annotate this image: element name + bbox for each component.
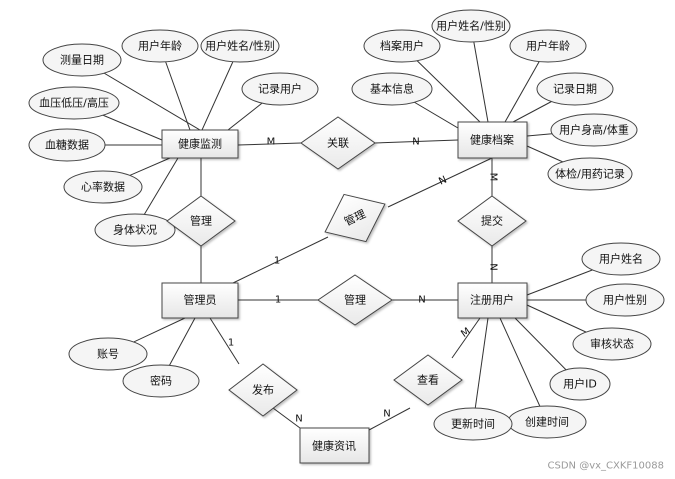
rel-manage-record [324, 193, 386, 243]
card-manage-record-1: 1 [274, 256, 280, 267]
attr-heart-rate [63, 170, 143, 204]
attr-blood-pressure-label: 血压低压/高压 [39, 96, 109, 110]
attr-basic-info [351, 72, 433, 106]
attr-account [68, 337, 148, 371]
entity-health-record-label: 健康档案 [470, 133, 514, 147]
card-associate-m: M [267, 137, 276, 148]
card-manage-user-1: 1 [275, 295, 281, 306]
attr-body-status [94, 213, 176, 247]
attr-user-name [581, 242, 661, 276]
attr-checkup-medication-label: 体检/用药记录 [555, 167, 625, 181]
attr-update-time-label: 更新时间 [451, 417, 495, 431]
entity-admin [161, 282, 239, 319]
rel-submit [457, 195, 527, 247]
card-publish-1: 1 [228, 338, 234, 349]
attr-monitor-user-name-gender [200, 29, 280, 63]
rel-manage-user-label: 管理 [344, 293, 366, 307]
attr-review-status-label: 审核状态 [590, 337, 634, 351]
rel-manage-user [317, 274, 393, 326]
card-publish-n: N [295, 414, 302, 425]
attr-record-user-label: 档案用户 [380, 39, 424, 53]
attr-account-label: 账号 [97, 348, 119, 361]
attr-body-status-label: 身体状况 [113, 223, 157, 237]
entity-health-monitor [161, 129, 239, 159]
attr-checkup-medication [547, 157, 633, 191]
attr-record-user-age-label: 用户年龄 [526, 39, 570, 53]
attr-user-id [549, 367, 611, 401]
attr-blood-sugar-label: 血糖数据 [45, 138, 89, 152]
rel-submit-label: 提交 [481, 214, 503, 228]
card-manage-user-n: N [418, 295, 425, 306]
rel-publish [228, 363, 298, 417]
rel-associate [300, 116, 376, 170]
entity-admin-label: 管理员 [184, 293, 217, 307]
attr-create-time-label: 创建时间 [525, 415, 569, 429]
rel-manage-monitor-label: 管理 [190, 214, 212, 228]
attr-password-label: 密码 [150, 374, 172, 388]
attr-blood-pressure [28, 86, 120, 120]
rel-view [393, 354, 463, 406]
attr-monitor-record-user-label: 记录用户 [258, 82, 302, 96]
attr-user-gender-label: 用户性别 [603, 293, 647, 307]
attr-user-id-label: 用户ID [563, 377, 597, 391]
card-view-n: N [383, 409, 390, 420]
rel-publish-label: 发布 [252, 383, 274, 397]
watermark: CSDN @vx_CXKF10088 [548, 461, 664, 472]
attr-record-date-label: 记录日期 [553, 83, 597, 96]
attr-password [122, 364, 200, 398]
card-associate-n: N [412, 137, 419, 148]
attr-review-status [572, 327, 652, 361]
attr-monitor-user-age [121, 29, 199, 63]
attr-monitor-record-user [241, 72, 319, 106]
attr-record-user-age [509, 29, 587, 63]
entity-health-record [457, 121, 528, 159]
attr-record-user-name-gender [431, 9, 511, 43]
card-submit-m: M [488, 173, 499, 182]
rel-associate-label: 关联 [327, 136, 349, 150]
attr-record-user-name-gender-label: 用户姓名/性别 [436, 19, 506, 33]
entity-health-news-label: 健康资讯 [312, 439, 356, 453]
attr-height-weight-label: 用户身高/体重 [559, 123, 629, 137]
card-view-m: M [459, 326, 472, 340]
rel-view-label: 查看 [417, 373, 439, 387]
entity-registered-user [457, 282, 528, 319]
attr-record-user [363, 29, 441, 63]
attr-height-weight [550, 113, 638, 147]
attr-heart-rate-label: 心率数据 [81, 180, 125, 194]
attr-blood-sugar [28, 128, 106, 162]
attr-record-date [536, 72, 614, 106]
attr-monitor-user-age-label: 用户年龄 [138, 39, 182, 53]
card-submit-n: N [488, 263, 499, 270]
attr-user-gender [585, 283, 665, 317]
card-manage-record-n: N [437, 174, 448, 187]
entity-registered-user-label: 注册用户 [470, 293, 514, 307]
attr-basic-info-label: 基本信息 [370, 82, 414, 96]
attr-monitor-user-name-gender-label: 用户姓名/性别 [205, 39, 275, 53]
attr-measure-date-label: 测量日期 [60, 54, 104, 67]
attr-measure-date [42, 43, 122, 77]
entity-health-monitor-label: 健康监测 [178, 137, 222, 151]
entity-health-news [299, 427, 370, 464]
attr-update-time [433, 407, 513, 441]
attr-user-name-label: 用户姓名 [599, 252, 643, 266]
rel-manage-monitor [166, 195, 236, 247]
